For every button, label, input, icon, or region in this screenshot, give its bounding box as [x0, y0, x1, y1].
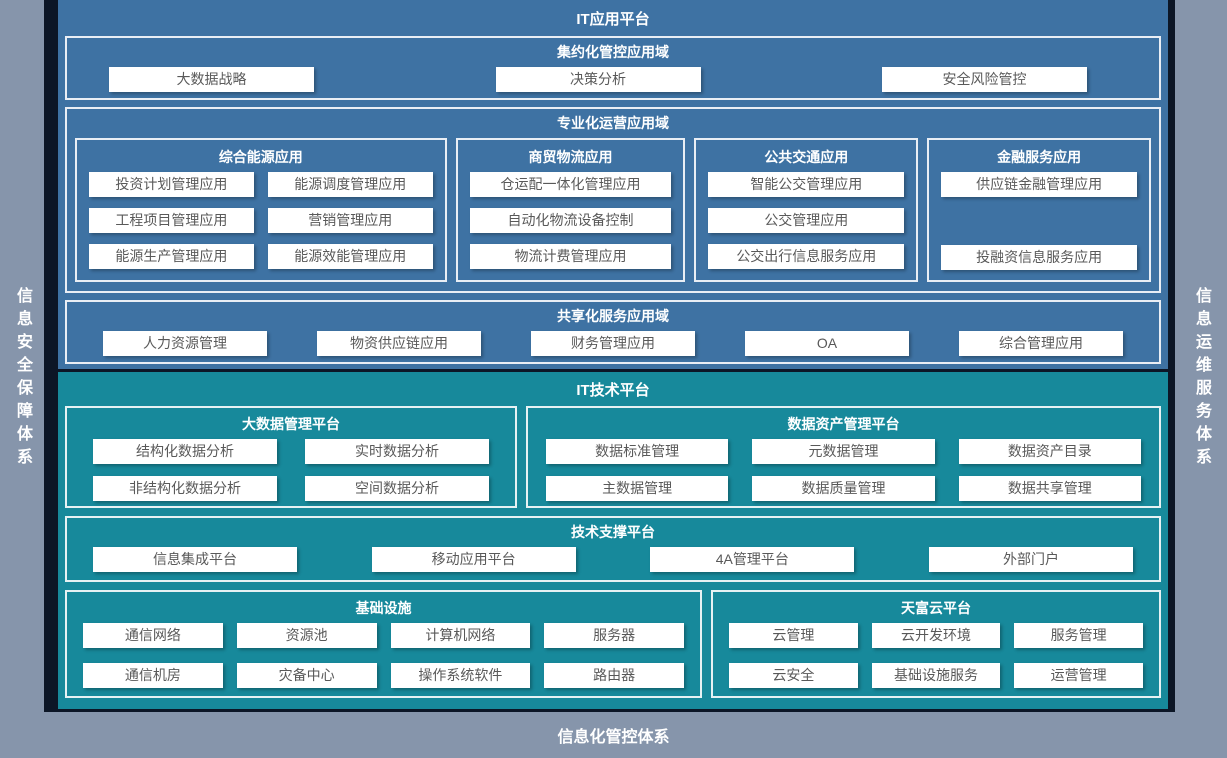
- app-item: 自动化物流设备控制: [469, 208, 672, 233]
- centralized-control-domain: 集约化管控应用域 大数据战略 决策分析 安全风险管控: [65, 36, 1161, 100]
- tech-row-data: 大数据管理平台 结构化数据分析 实时数据分析 非结构化数据分析 空间数据分析 数…: [65, 406, 1161, 508]
- it-technology-platform: IT技术平台 大数据管理平台 结构化数据分析 实时数据分析 非结构化数据分析 空…: [58, 372, 1168, 709]
- tech-item: 路由器: [544, 663, 684, 688]
- infrastructure-title: 基础设施: [355, 600, 412, 616]
- centralized-domain-title: 集约化管控应用域: [557, 44, 669, 60]
- app-item: 仓运配一体化管理应用: [469, 172, 672, 197]
- right-rail-label: 信息运维服务体系: [1193, 287, 1210, 471]
- tech-item: 实时数据分析: [305, 439, 489, 464]
- app-item: 供应链金融管理应用: [941, 172, 1138, 197]
- data-asset-management-platform: 数据资产管理平台 数据标准管理 元数据管理 数据资产目录 主数据管理 数据质量管…: [526, 406, 1161, 508]
- app-item: 投资计划管理应用: [89, 172, 254, 197]
- group-title: 商贸物流应用: [528, 149, 613, 165]
- tech-item: 云安全: [729, 663, 858, 688]
- bigdata-management-platform: 大数据管理平台 结构化数据分析 实时数据分析 非结构化数据分析 空间数据分析: [65, 406, 517, 508]
- app-item: 能源调度管理应用: [267, 172, 433, 197]
- tech-row-infra: 基础设施 通信网络 资源池 计算机网络 服务器 通信机房 灾备中心 操作系统软件…: [65, 590, 1161, 698]
- app-item: 智能公交管理应用: [708, 172, 905, 197]
- left-rail-label: 信息安全保障体系: [14, 287, 31, 471]
- tech-item: 非结构化数据分析: [93, 476, 277, 501]
- finance-items-col: 供应链金融管理应用 投融资信息服务应用: [941, 172, 1138, 270]
- app-item: OA: [745, 331, 909, 356]
- group-trade-logistics: 商贸物流应用 仓运配一体化管理应用 自动化物流设备控制 物流计费管理应用: [455, 138, 686, 282]
- tech-item: 4A管理平台: [650, 547, 855, 572]
- left-rail-security-system: 信息安全保障体系: [0, 0, 44, 758]
- cloud-title: 天富云平台: [901, 600, 971, 616]
- tech-support-items-row: 信息集成平台 移动应用平台 4A管理平台 外部门户: [67, 547, 1159, 572]
- infrastructure-box: 基础设施 通信网络 资源池 计算机网络 服务器 通信机房 灾备中心 操作系统软件…: [65, 590, 702, 698]
- tech-item: 操作系统软件: [390, 663, 531, 688]
- tech-item: 云管理: [729, 623, 858, 648]
- tech-item: 资源池: [236, 623, 377, 648]
- tech-item: 云开发环境: [871, 623, 1001, 648]
- tech-item: 灾备中心: [236, 663, 377, 688]
- app-item: 财务管理应用: [531, 331, 695, 356]
- it-application-platform: IT应用平台 集约化管控应用域 大数据战略 决策分析 安全风险管控 专业化运营应…: [58, 0, 1168, 369]
- app-item: 营销管理应用: [267, 208, 433, 233]
- trade-items-stack: 仓运配一体化管理应用 自动化物流设备控制 物流计费管理应用: [469, 172, 672, 269]
- tianfu-cloud-platform: 天富云平台 云管理 云开发环境 服务管理 云安全 基础设施服务 运营管理: [711, 590, 1161, 698]
- app-item: 投融资信息服务应用: [941, 245, 1138, 270]
- tech-item: 空间数据分析: [305, 476, 489, 501]
- app-item: 安全风险管控: [882, 67, 1087, 92]
- shared-service-domain: 共享化服务应用域 人力资源管理 物资供应链应用 财务管理应用 OA 综合管理应用: [65, 300, 1161, 364]
- spacer: [941, 197, 1137, 245]
- tech-item: 通信机房: [83, 663, 223, 688]
- tech-item: 主数据管理: [546, 476, 729, 501]
- bigdata-items-grid: 结构化数据分析 实时数据分析 非结构化数据分析 空间数据分析: [81, 439, 501, 501]
- app-item: 能源效能管理应用: [267, 244, 433, 269]
- cloud-items-grid: 云管理 云开发环境 服务管理 云安全 基础设施服务 运营管理: [727, 623, 1145, 688]
- group-title: 公共交通应用: [764, 149, 849, 165]
- group-integrated-energy: 综合能源应用 投资计划管理应用 能源调度管理应用 工程项目管理应用 营销管理应用…: [75, 138, 447, 282]
- tech-item: 服务器: [544, 623, 684, 648]
- tech-support-title: 技术支撑平台: [571, 524, 655, 540]
- tech-item: 服务管理: [1014, 623, 1143, 648]
- app-item: 决策分析: [495, 67, 701, 92]
- tech-item: 计算机网络: [390, 623, 531, 648]
- shared-domain-title: 共享化服务应用域: [557, 308, 669, 324]
- right-rail-ops-system: 信息运维服务体系: [1175, 0, 1227, 758]
- app-item: 工程项目管理应用: [89, 208, 254, 233]
- bottom-bar-governance-system: 信息化管控体系: [0, 712, 1227, 758]
- tech-item: 数据标准管理: [546, 439, 729, 464]
- transit-items-stack: 智能公交管理应用 公交管理应用 公交出行信息服务应用: [708, 172, 905, 269]
- specialized-operation-domain: 专业化运营应用域 综合能源应用 投资计划管理应用 能源调度管理应用 工程项目管理…: [65, 107, 1161, 293]
- energy-items-grid: 投资计划管理应用 能源调度管理应用 工程项目管理应用 营销管理应用 能源生产管理…: [89, 172, 433, 269]
- group-title: 金融服务应用: [997, 149, 1082, 165]
- group-public-transit: 公共交通应用 智能公交管理应用 公交管理应用 公交出行信息服务应用: [694, 138, 919, 282]
- centralized-items-row: 大数据战略 决策分析 安全风险管控: [67, 67, 1159, 92]
- tech-item: 数据共享管理: [958, 476, 1141, 501]
- app-item: 大数据战略: [109, 67, 314, 92]
- app-item: 物资供应链应用: [317, 331, 481, 356]
- group-financial-services: 金融服务应用 供应链金融管理应用 投融资信息服务应用: [927, 138, 1152, 282]
- app-platform-title: IT应用平台: [576, 11, 650, 28]
- bottom-bar-label: 信息化管控体系: [557, 729, 670, 746]
- shared-items-row: 人力资源管理 物资供应链应用 财务管理应用 OA 综合管理应用: [67, 331, 1159, 356]
- data-asset-title: 数据资产管理平台: [787, 416, 900, 432]
- tech-support-platform: 技术支撑平台 信息集成平台 移动应用平台 4A管理平台 外部门户: [65, 516, 1161, 582]
- specialized-domain-title: 专业化运营应用域: [557, 115, 669, 131]
- app-item: 综合管理应用: [959, 331, 1123, 356]
- tech-item: 元数据管理: [752, 439, 935, 464]
- tech-item: 移动应用平台: [371, 547, 576, 572]
- data-asset-items-grid: 数据标准管理 元数据管理 数据资产目录 主数据管理 数据质量管理 数据共享管理: [542, 439, 1145, 501]
- app-item: 人力资源管理: [103, 331, 267, 356]
- infrastructure-items-grid: 通信网络 资源池 计算机网络 服务器 通信机房 灾备中心 操作系统软件 路由器: [81, 623, 686, 688]
- tech-item: 通信网络: [83, 623, 223, 648]
- tech-item: 基础设施服务: [871, 663, 1001, 688]
- tech-item: 结构化数据分析: [93, 439, 277, 464]
- app-item: 物流计费管理应用: [469, 244, 672, 269]
- app-item: 公交出行信息服务应用: [708, 244, 905, 269]
- specialized-groups-row: 综合能源应用 投资计划管理应用 能源调度管理应用 工程项目管理应用 营销管理应用…: [67, 138, 1159, 291]
- tech-platform-title: IT技术平台: [576, 382, 650, 399]
- tech-item: 运营管理: [1014, 663, 1143, 688]
- tech-item: 信息集成平台: [93, 547, 297, 572]
- tech-item: 数据质量管理: [752, 476, 935, 501]
- app-item: 公交管理应用: [708, 208, 905, 233]
- app-item: 能源生产管理应用: [89, 244, 254, 269]
- tech-item: 数据资产目录: [958, 439, 1141, 464]
- tech-item: 外部门户: [928, 547, 1133, 572]
- bigdata-title: 大数据管理平台: [242, 416, 340, 432]
- group-title: 综合能源应用: [218, 149, 303, 165]
